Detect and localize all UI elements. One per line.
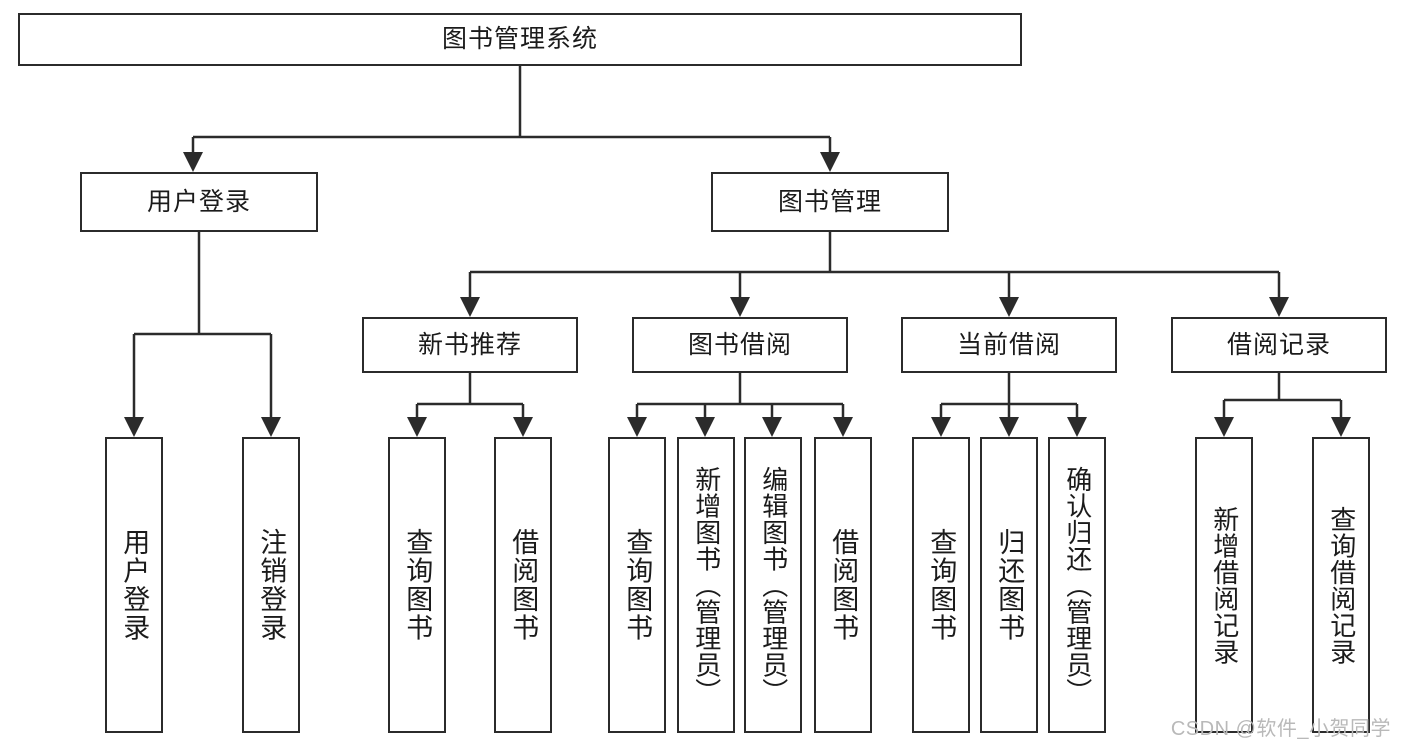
node-leaf-user-login[interactable]: 用户登录 [105, 437, 163, 733]
node-leaf-query-book-3[interactable]: 查询图书 [912, 437, 970, 733]
arrowhead-leaf-add-book-admin [695, 417, 715, 437]
arrowhead-leaf-query-book-2 [627, 417, 647, 437]
node-book-borrow-label: 图书借阅 [687, 330, 792, 359]
arrowhead-leaf-confirm-return-admin [1067, 417, 1087, 437]
arrowhead-book-management [820, 152, 840, 172]
node-leaf-return-book[interactable]: 归还图书 [980, 437, 1038, 733]
node-leaf-edit-book-admin-label: 编辑图书（管理员） [758, 465, 789, 705]
node-leaf-add-book-admin[interactable]: 新增图书（管理员） [677, 437, 735, 733]
node-leaf-user-login-label: 用户登录 [119, 528, 150, 642]
watermark-text: CSDN @软件_小贺同学 [1170, 718, 1391, 740]
arrowhead-leaf-query-borrow-record [1331, 417, 1351, 437]
node-root-label: 图书管理系统 [441, 25, 598, 53]
node-borrow-record[interactable]: 借阅记录 [1171, 317, 1387, 373]
arrowhead-leaf-borrow-book-1 [513, 417, 533, 437]
arrowhead-leaf-logout-login [261, 417, 281, 437]
node-leaf-query-borrow-record-label: 查询借阅记录 [1326, 505, 1357, 665]
node-leaf-add-book-admin-label: 新增图书（管理员） [691, 465, 722, 705]
node-leaf-confirm-return-admin[interactable]: 确认归还（管理员） [1048, 437, 1106, 733]
node-book-management-label: 图书管理 [777, 187, 882, 216]
node-leaf-borrow-book-2[interactable]: 借阅图书 [814, 437, 872, 733]
arrowhead-borrow-record [1269, 297, 1289, 317]
node-leaf-borrow-book-2-label: 借阅图书 [828, 528, 859, 642]
node-leaf-confirm-return-admin-label: 确认归还（管理员） [1062, 465, 1093, 705]
arrowhead-leaf-user-login [124, 417, 144, 437]
node-leaf-logout-login-label: 注销登录 [256, 528, 287, 642]
node-leaf-query-book-2-label: 查询图书 [622, 528, 653, 642]
node-leaf-borrow-book-1-label: 借阅图书 [508, 528, 539, 642]
node-book-borrow[interactable]: 图书借阅 [632, 317, 848, 373]
node-leaf-add-borrow-record-label: 新增借阅记录 [1209, 505, 1240, 665]
arrowhead-leaf-return-book [999, 417, 1019, 437]
arrowhead-leaf-edit-book-admin [762, 417, 782, 437]
arrowhead-leaf-query-book-3 [931, 417, 951, 437]
arrowhead-book-borrow [730, 297, 750, 317]
node-leaf-edit-book-admin[interactable]: 编辑图书（管理员） [744, 437, 802, 733]
node-leaf-query-borrow-record[interactable]: 查询借阅记录 [1312, 437, 1370, 733]
arrowhead-new-book-recommend [460, 297, 480, 317]
node-leaf-logout-login[interactable]: 注销登录 [242, 437, 300, 733]
node-leaf-add-borrow-record[interactable]: 新增借阅记录 [1195, 437, 1253, 733]
node-current-borrow[interactable]: 当前借阅 [901, 317, 1117, 373]
node-new-book-recommend-label: 新书推荐 [417, 330, 522, 359]
node-leaf-borrow-book-1[interactable]: 借阅图书 [494, 437, 552, 733]
node-root[interactable]: 图书管理系统 [18, 13, 1022, 66]
node-leaf-query-book-1-label: 查询图书 [402, 528, 433, 642]
arrowhead-leaf-add-borrow-record [1214, 417, 1234, 437]
node-user-login[interactable]: 用户登录 [80, 172, 318, 232]
node-user-login-label: 用户登录 [146, 187, 251, 216]
arrowhead-leaf-borrow-book-2 [833, 417, 853, 437]
node-leaf-query-book-3-label: 查询图书 [926, 528, 957, 642]
node-borrow-record-label: 借阅记录 [1226, 330, 1331, 359]
node-current-borrow-label: 当前借阅 [956, 330, 1061, 359]
arrowhead-current-borrow [999, 297, 1019, 317]
arrowhead-leaf-query-book-1 [407, 417, 427, 437]
node-leaf-return-book-label: 归还图书 [994, 528, 1025, 642]
node-new-book-recommend[interactable]: 新书推荐 [362, 317, 578, 373]
node-book-management[interactable]: 图书管理 [711, 172, 949, 232]
arrowhead-user-login [183, 152, 203, 172]
node-leaf-query-book-2[interactable]: 查询图书 [608, 437, 666, 733]
node-leaf-query-book-1[interactable]: 查询图书 [388, 437, 446, 733]
